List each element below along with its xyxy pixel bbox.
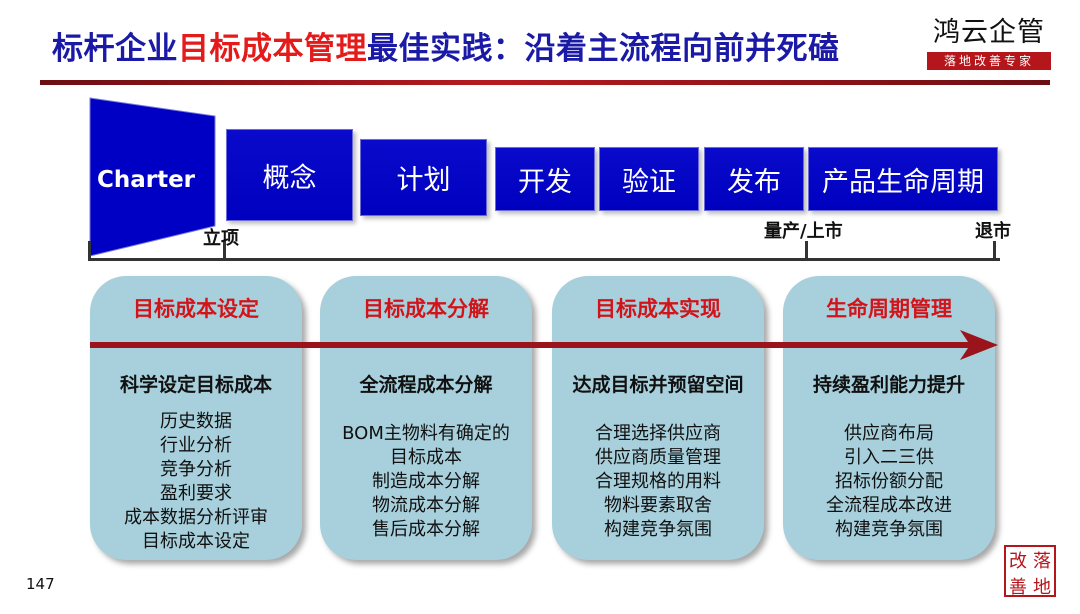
list-item: 引入二三供 xyxy=(844,447,934,468)
timeline-axis xyxy=(88,258,1000,261)
title-part2: 最佳实践：沿着主流程向前并死磕 xyxy=(367,31,840,67)
card-heading: 目标成本实现 xyxy=(595,297,721,321)
card-item-list: BOM主物料有确定的 目标成本 制造成本分解 物流成本分解 售后成本分解 xyxy=(320,422,532,542)
stage-release-label: 发布 xyxy=(727,166,781,198)
list-item: 供应商质量管理 xyxy=(595,447,721,468)
list-item: BOM主物料有确定的 xyxy=(342,423,510,444)
seal-stamp-icon: 改 落 善 地 xyxy=(1004,545,1056,598)
stage-verify-label: 验证 xyxy=(622,166,676,198)
page-title: 标杆企业目标成本管理最佳实践：沿着主流程向前并死磕 xyxy=(52,26,840,72)
list-item: 合理规格的用料 xyxy=(595,471,721,492)
list-item: 制造成本分解 xyxy=(372,471,480,492)
stage-plan-label: 计划 xyxy=(396,165,451,196)
title-divider xyxy=(40,80,1050,85)
milestone-launch-label: 量产/上市 xyxy=(764,221,843,242)
card-subheading: 持续盈利能力提升 xyxy=(812,374,965,396)
seal-char: 善 xyxy=(1009,577,1027,598)
list-item: 构建竞争氛围 xyxy=(604,519,712,540)
stage-concept: 概念 xyxy=(226,129,353,221)
card-lifecycle-management: 生命周期管理 持续盈利能力提升 供应商布局 引入二三供 招标份额分配 全流程成本… xyxy=(783,276,995,560)
card-subheading: 全流程成本分解 xyxy=(359,374,493,396)
list-item: 物料要素取舍 xyxy=(604,495,712,516)
card-item-list: 合理选择供应商 供应商质量管理 合理规格的用料 物料要素取舍 构建竞争氛围 xyxy=(552,422,764,542)
list-item: 合理选择供应商 xyxy=(595,423,721,444)
list-item: 竞争分析 xyxy=(160,459,232,480)
seal-char: 落 xyxy=(1033,551,1051,572)
stage-charter-label: Charter xyxy=(96,167,196,193)
list-item: 目标成本设定 xyxy=(142,531,250,552)
seal-char: 改 xyxy=(1009,551,1027,572)
timeline-tick-exit xyxy=(993,241,996,261)
title-highlight: 目标成本管理 xyxy=(178,31,367,67)
card-heading: 目标成本设定 xyxy=(133,297,259,321)
stage-verify: 验证 xyxy=(599,147,699,211)
flow-arrow-icon xyxy=(90,330,998,360)
list-item: 行业分析 xyxy=(160,435,232,456)
timeline-tick-start xyxy=(88,241,91,261)
list-item: 供应商布局 xyxy=(844,423,934,444)
card-subheading: 达成目标并预留空间 xyxy=(572,374,744,396)
card-target-realization: 目标成本实现 达成目标并预留空间 合理选择供应商 供应商质量管理 合理规格的用料… xyxy=(552,276,764,560)
title-part1: 标杆企业 xyxy=(52,31,178,67)
list-item: 招标份额分配 xyxy=(835,471,943,492)
card-subheading: 科学设定目标成本 xyxy=(119,374,272,396)
list-item: 盈利要求 xyxy=(160,483,232,504)
list-item: 物流成本分解 xyxy=(372,495,480,516)
timeline-tick-launch xyxy=(805,241,808,261)
list-item: 成本数据分析评审 xyxy=(124,507,268,528)
list-item: 构建竞争氛围 xyxy=(835,519,943,540)
timeline-tick-project xyxy=(223,241,226,261)
card-heading: 目标成本分解 xyxy=(363,297,489,321)
stage-release: 发布 xyxy=(704,147,804,211)
seal-char: 地 xyxy=(1033,577,1051,598)
stage-plan: 计划 xyxy=(360,139,487,216)
stage-develop: 开发 xyxy=(495,147,595,211)
logo-tagline: 落地改善专家 xyxy=(927,52,1051,70)
list-item: 全流程成本改进 xyxy=(826,495,952,516)
logo-calligraphy: 鸿云企管 xyxy=(933,17,1045,48)
list-item: 历史数据 xyxy=(160,411,232,432)
milestone-start-label: 立项 xyxy=(203,228,239,249)
page-number: 147 xyxy=(26,575,55,593)
stage-develop-label: 开发 xyxy=(518,166,572,198)
card-target-setting: 目标成本设定 科学设定目标成本 历史数据 行业分析 竞争分析 盈利要求 成本数据… xyxy=(90,276,302,560)
milestone-exit-label: 退市 xyxy=(975,221,1011,242)
stage-lifecycle: 产品生命周期 xyxy=(808,147,998,211)
card-target-decomposition: 目标成本分解 全流程成本分解 BOM主物料有确定的 目标成本 制造成本分解 物流… xyxy=(320,276,532,560)
list-item: 售后成本分解 xyxy=(372,519,480,540)
card-item-list: 供应商布局 引入二三供 招标份额分配 全流程成本改进 构建竞争氛围 xyxy=(783,422,995,542)
stage-concept-label: 概念 xyxy=(262,162,317,194)
card-item-list: 历史数据 行业分析 竞争分析 盈利要求 成本数据分析评审 目标成本设定 xyxy=(90,410,302,554)
card-heading: 生命周期管理 xyxy=(826,297,952,321)
stage-lifecycle-label: 产品生命周期 xyxy=(822,166,984,198)
list-item: 目标成本 xyxy=(390,447,462,468)
